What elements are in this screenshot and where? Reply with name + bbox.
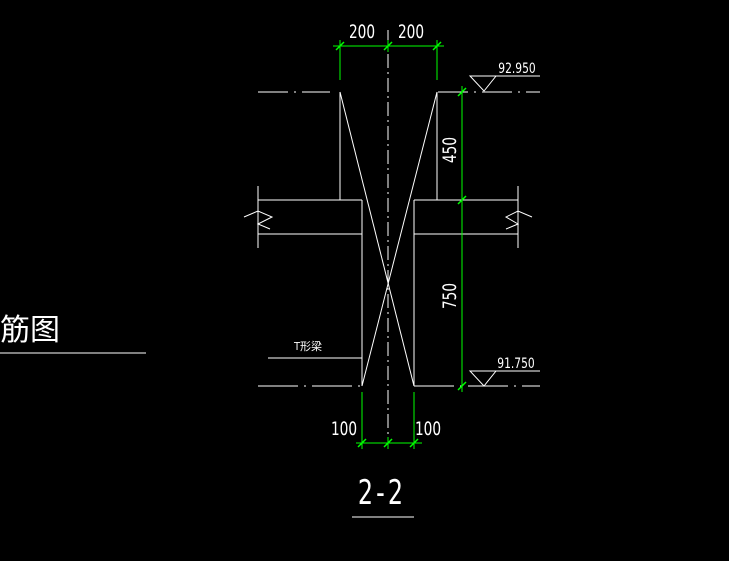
top-dim-tick-left xyxy=(335,41,345,51)
vertical-dim-tick-bottom xyxy=(457,381,467,391)
elevation-top-text: 92.950 xyxy=(498,61,535,77)
bottom-dim-tick-left xyxy=(357,438,367,448)
dim-upper-text: 450 xyxy=(439,137,461,163)
dim-lower-text: 750 xyxy=(439,283,461,309)
section-title: 2-2 xyxy=(358,474,406,513)
top-dim-right-text: 200 xyxy=(398,21,424,43)
vertical-dim-tick-top xyxy=(457,87,467,97)
break-symbol-right xyxy=(504,210,533,230)
vertical-dim-tick-mid xyxy=(457,195,467,205)
top-dim-tick-right xyxy=(432,41,442,51)
diagonal-right-to-left xyxy=(361,91,438,387)
bottom-dim-right-text: 100 xyxy=(415,418,441,440)
elevation-top-symbol xyxy=(468,75,498,92)
elevation-bottom-text: 91.750 xyxy=(497,356,534,372)
top-dim-tick-mid xyxy=(383,41,393,51)
bottom-dim-tick-mid xyxy=(383,438,393,448)
partial-title: 筋图 xyxy=(0,313,60,348)
bottom-dim-left-text: 100 xyxy=(331,418,357,440)
top-dim-left-text: 200 xyxy=(349,21,375,43)
beam-label-text: T形梁 xyxy=(293,339,322,353)
diagonal-left-to-right xyxy=(339,91,415,387)
bottom-dim-tick-right xyxy=(409,438,419,448)
elevation-bottom-symbol xyxy=(468,370,498,387)
break-symbol-left xyxy=(243,210,274,230)
